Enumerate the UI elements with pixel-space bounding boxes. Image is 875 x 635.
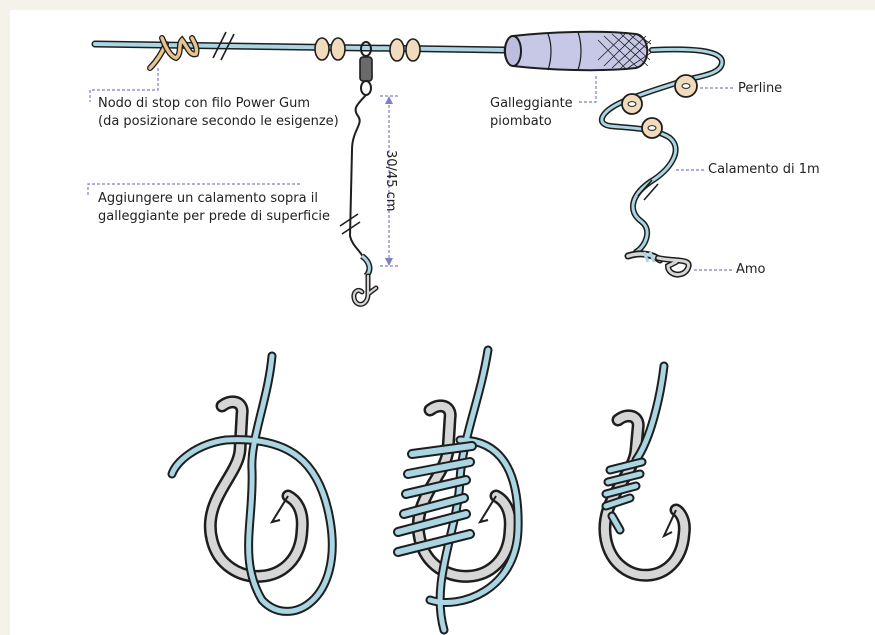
knot-step-1 — [172, 356, 332, 611]
end-hook-icon — [628, 252, 689, 275]
dimension-label: 30/45 cm — [383, 150, 398, 211]
knot-wraps — [398, 446, 472, 552]
knot-step-3 — [605, 366, 685, 575]
weighted-float — [505, 32, 652, 70]
float-label-line1: Galleggiante — [490, 95, 573, 113]
beads-label: Perline — [738, 80, 782, 98]
leader-line — [602, 49, 722, 252]
extra-leader-label-line2: galleggiante per prede di superficie — [98, 208, 330, 226]
dropper-leader — [340, 95, 376, 304]
stop-knot-label-line1: Nodo di stop con filo Power Gum — [98, 95, 310, 113]
extra-leader-label-line1: Aggiungere un calamento sopra il — [98, 190, 318, 208]
knot-step-2 — [398, 350, 518, 630]
float-label-line2: piombato — [490, 113, 552, 131]
leader-label: Calamento di 1m — [708, 161, 820, 179]
hook-label: Amo — [736, 261, 766, 279]
stop-knot-label-line2: (da posizionare secondo le esigenze) — [98, 113, 339, 131]
